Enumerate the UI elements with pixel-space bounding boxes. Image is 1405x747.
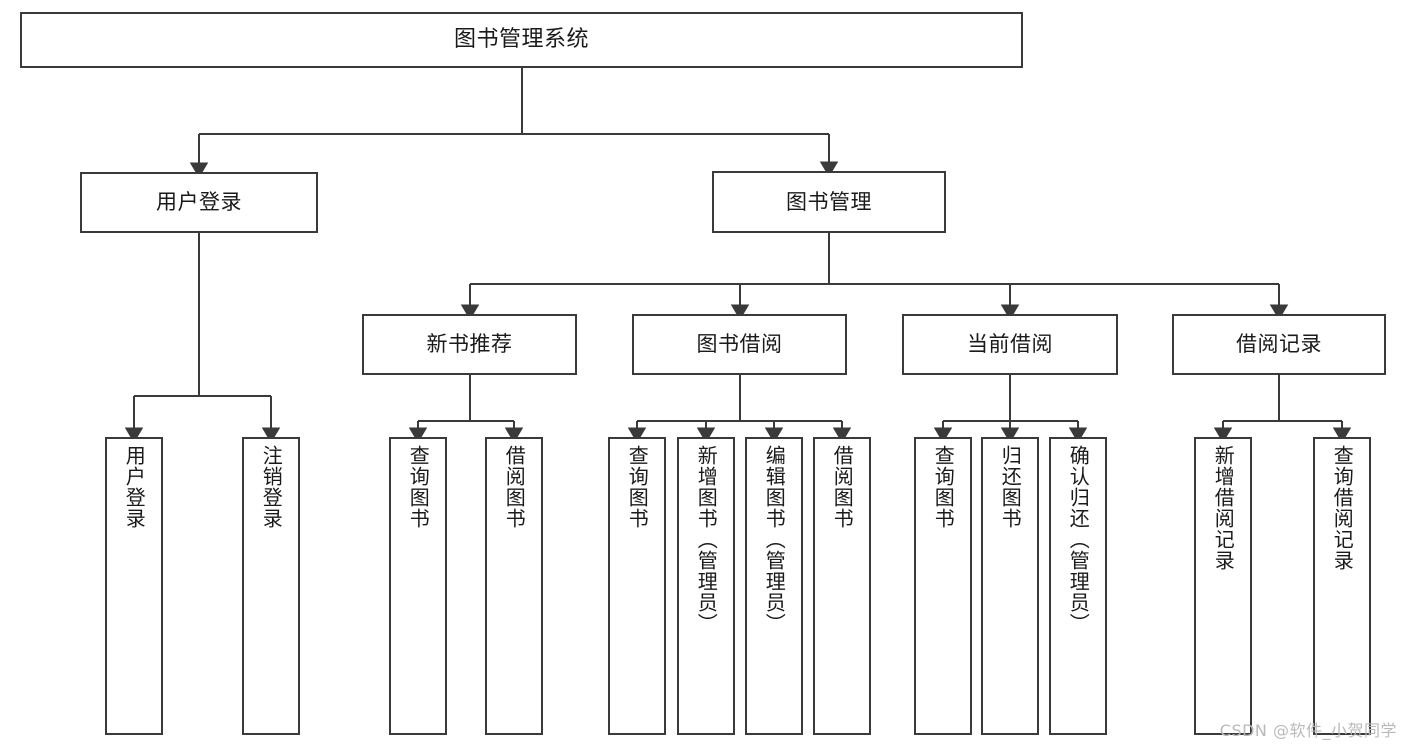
node-leaf11[interactable]: 确认归还（管理员） [1049, 437, 1107, 735]
node-label: 用户登录 [156, 190, 242, 215]
node-label: 编辑图书（管理员） [762, 445, 787, 634]
node-label: 新书推荐 [426, 332, 513, 357]
node-leaf1[interactable]: 用户登录 [105, 437, 163, 735]
node-leaf8[interactable]: 借阅图书 [813, 437, 871, 735]
node-label: 注销登录 [259, 445, 284, 529]
node-leaf9[interactable]: 查询图书 [914, 437, 972, 735]
node-leaf12[interactable]: 新增借阅记录 [1194, 437, 1252, 735]
node-current[interactable]: 当前借阅 [902, 314, 1118, 375]
node-leaf10[interactable]: 归还图书 [981, 437, 1039, 735]
node-records[interactable]: 借阅记录 [1172, 314, 1386, 375]
node-label: 查询图书 [625, 445, 650, 529]
node-leaf5[interactable]: 查询图书 [608, 437, 666, 735]
node-label: 图书借阅 [696, 332, 783, 357]
node-label: 借阅图书 [830, 445, 855, 529]
node-label: 确认归还（管理员） [1066, 445, 1091, 634]
node-leaf13[interactable]: 查询借阅记录 [1313, 437, 1371, 735]
node-leaf3[interactable]: 查询图书 [389, 437, 447, 735]
node-label: 查询图书 [931, 445, 956, 529]
node-label: 借阅图书 [502, 445, 527, 529]
node-login[interactable]: 用户登录 [80, 172, 318, 233]
node-label: 借阅记录 [1236, 332, 1322, 357]
node-bookmgmt[interactable]: 图书管理 [712, 171, 946, 233]
node-label: 归还图书 [998, 445, 1023, 529]
node-leaf6[interactable]: 新增图书（管理员） [677, 437, 735, 735]
node-leaf2[interactable]: 注销登录 [242, 437, 300, 735]
node-label: 查询图书 [406, 445, 431, 529]
node-borrow[interactable]: 图书借阅 [632, 314, 847, 375]
node-label: 图书管理系统 [453, 27, 589, 53]
node-leaf7[interactable]: 编辑图书（管理员） [745, 437, 803, 735]
node-label: 用户登录 [122, 445, 147, 529]
node-root[interactable]: 图书管理系统 [20, 12, 1023, 68]
node-leaf4[interactable]: 借阅图书 [485, 437, 543, 735]
node-label: 新增图书（管理员） [694, 445, 719, 634]
node-label: 图书管理 [786, 189, 872, 214]
node-label: 查询借阅记录 [1330, 445, 1355, 571]
node-label: 新增借阅记录 [1211, 445, 1236, 571]
node-newrec[interactable]: 新书推荐 [362, 314, 577, 375]
node-label: 当前借阅 [967, 332, 1053, 357]
